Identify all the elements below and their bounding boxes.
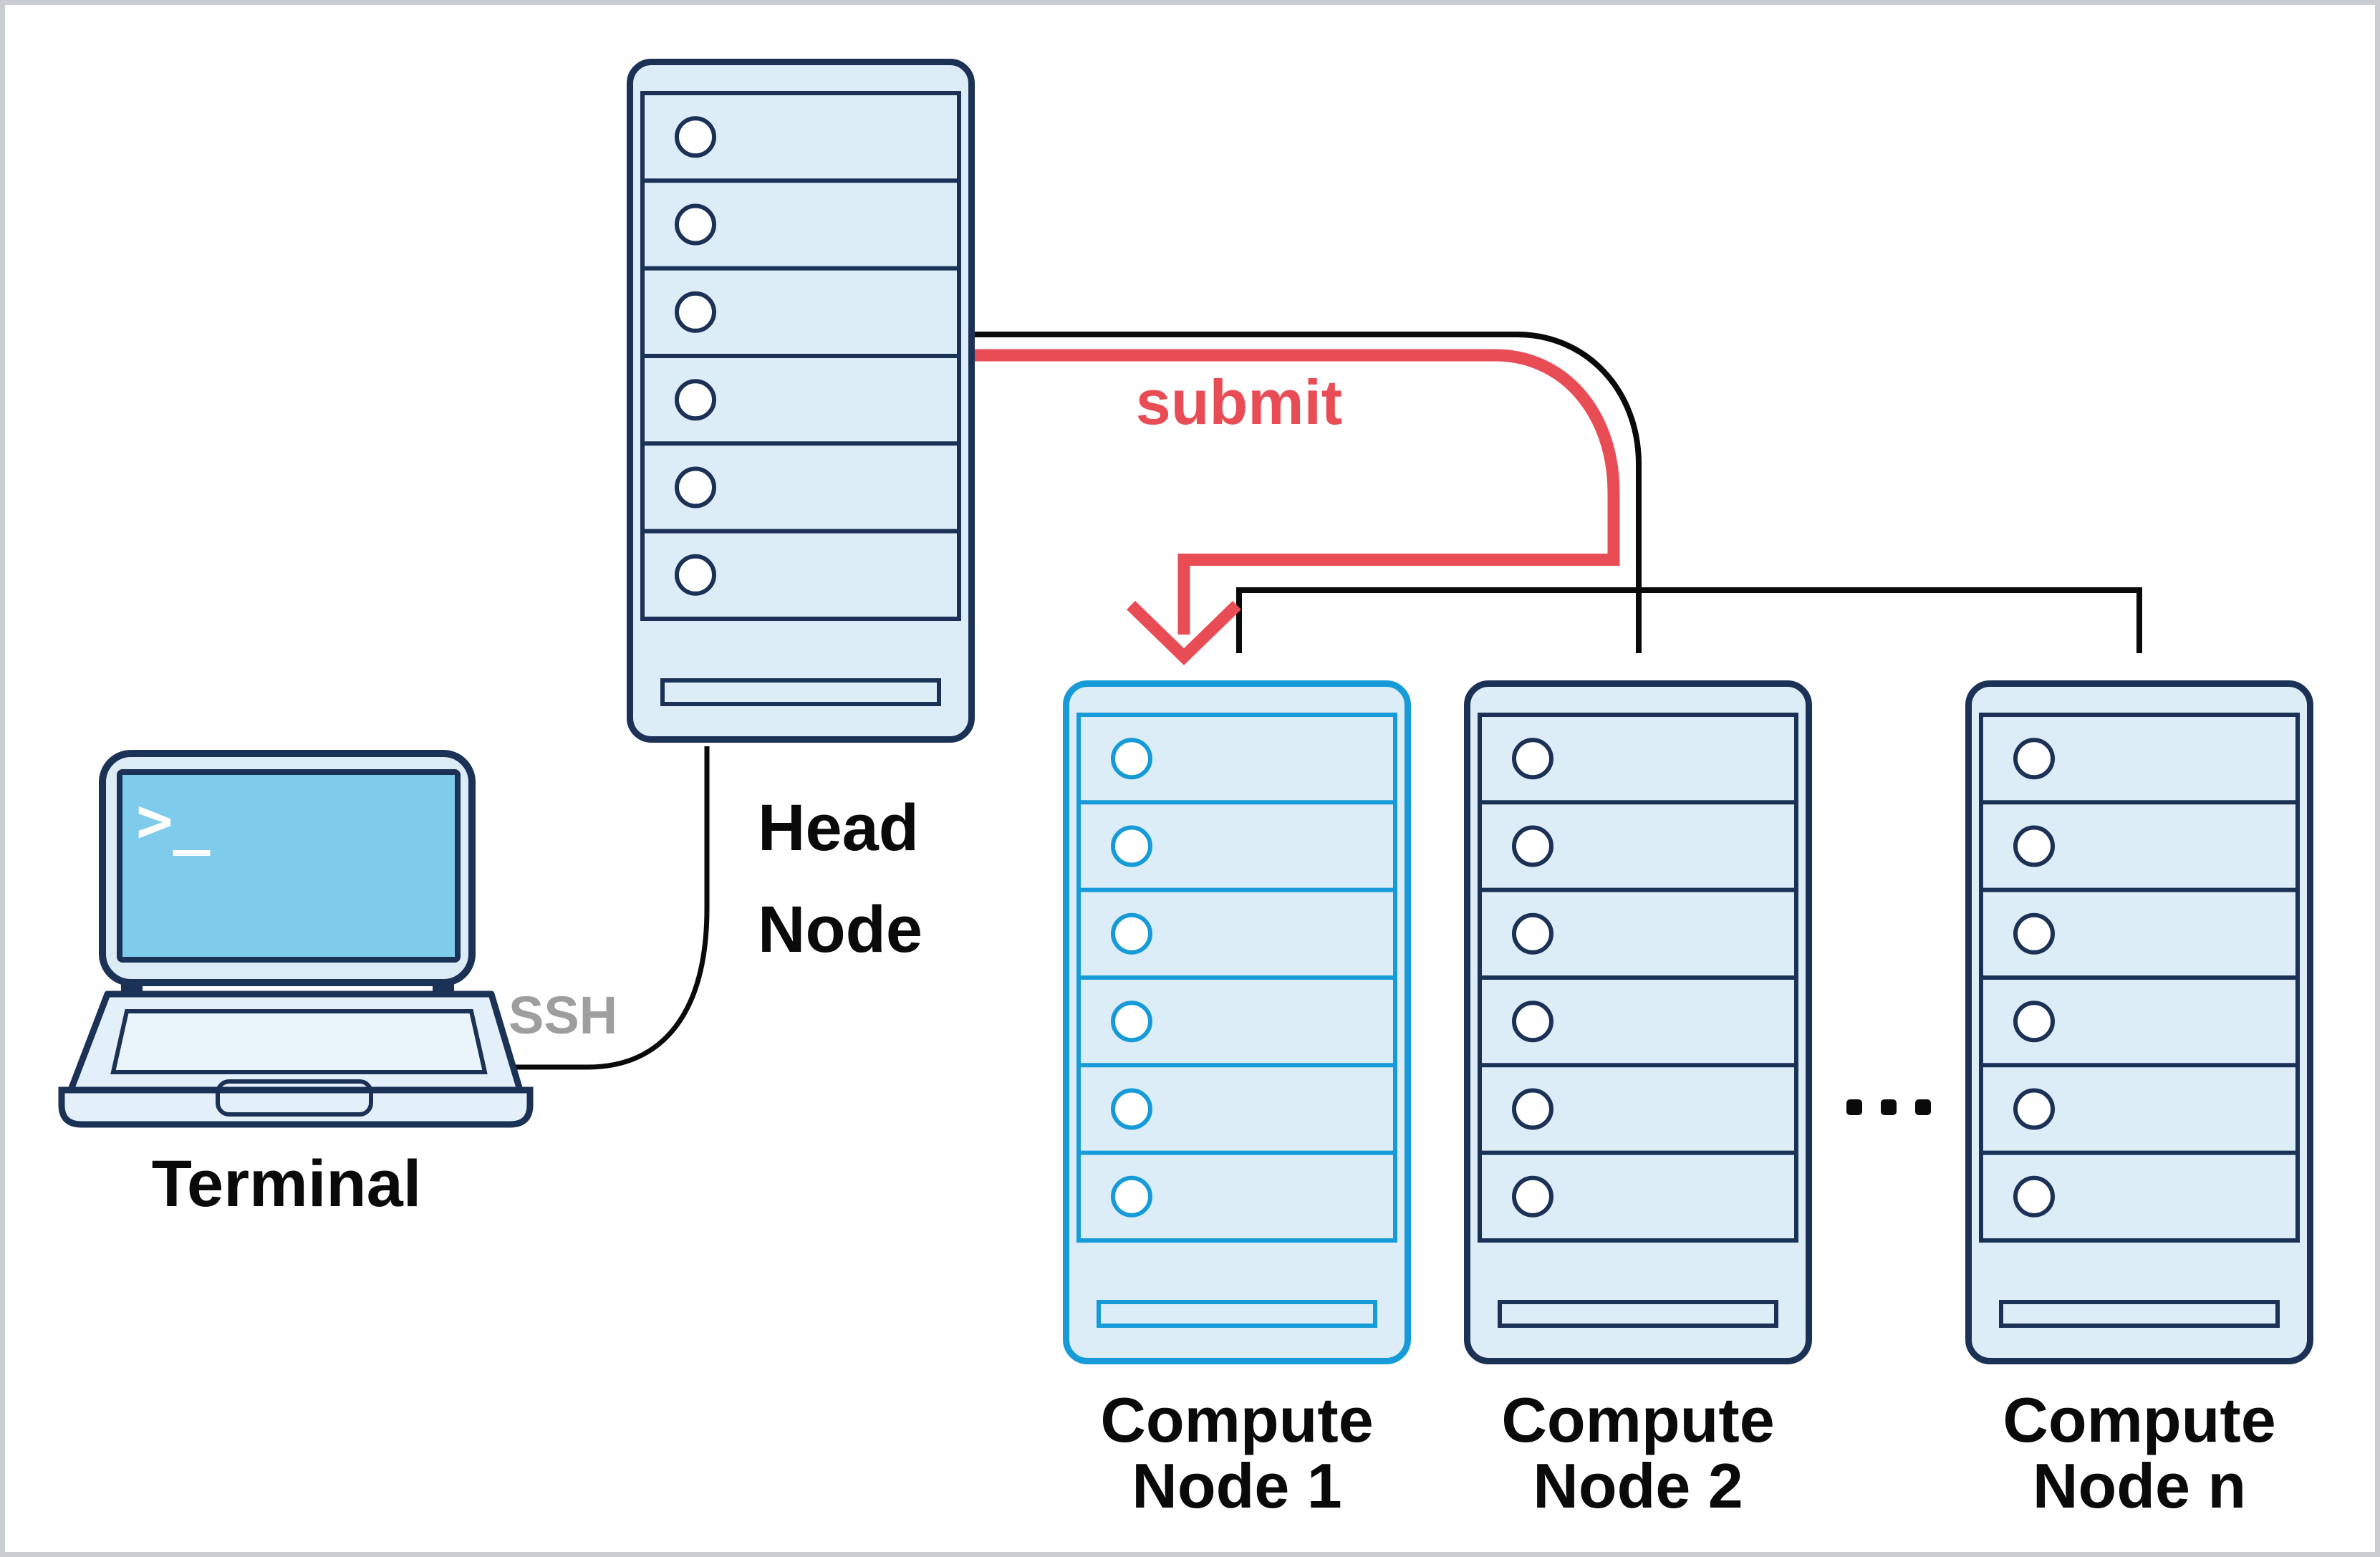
compute-node-2-server [1468, 684, 1809, 1361]
compute-node-n-label-line2: Node n [2033, 1450, 2246, 1521]
submit-arrow [969, 349, 1620, 665]
compute-node-n-server [1969, 684, 2311, 1361]
terminal-prompt-glyph: >_ [136, 785, 211, 857]
laptop-keyboard [110, 1009, 488, 1074]
head-to-compute-connector-line [969, 332, 1642, 653]
head-node-server [630, 62, 972, 740]
compute-nodes-bracket [1236, 587, 2142, 653]
submit-arrowhead [1127, 600, 1241, 665]
compute-node-1-label-line1: Compute [1100, 1384, 1373, 1455]
compute-node-n-label-line1: Compute [2003, 1384, 2275, 1455]
compute-node-1-label-line2: Node 1 [1132, 1450, 1341, 1521]
compute-node-2-label-line1: Compute [1501, 1384, 1774, 1455]
ellipsis-more-nodes-icon [1846, 1099, 1931, 1115]
laptop-screen [117, 769, 461, 963]
head-node-label: Head Node [758, 791, 922, 966]
compute-node-2-label: Compute Node 2 [1501, 1384, 1774, 1521]
laptop-terminal-icon: >_ [58, 750, 534, 1128]
terminal-label: Terminal [152, 1147, 422, 1220]
laptop-base-lip [58, 1086, 534, 1128]
compute-node-n-label: Compute Node n [2003, 1384, 2275, 1521]
compute-node-2-label-line2: Node 2 [1533, 1450, 1743, 1521]
compute-node-1-server [1066, 684, 1408, 1361]
compute-node-1-label: Compute Node 1 [1100, 1384, 1373, 1521]
laptop-trackpad [216, 1079, 373, 1117]
ssh-label: SSH [509, 985, 617, 1045]
submit-label: submit [1136, 367, 1342, 438]
head-node-label-line2: Node [758, 893, 922, 966]
ssh-connector-line [506, 746, 710, 1070]
submit-arrow-shaft [969, 349, 1620, 635]
head-node-label-line1: Head [758, 791, 919, 864]
